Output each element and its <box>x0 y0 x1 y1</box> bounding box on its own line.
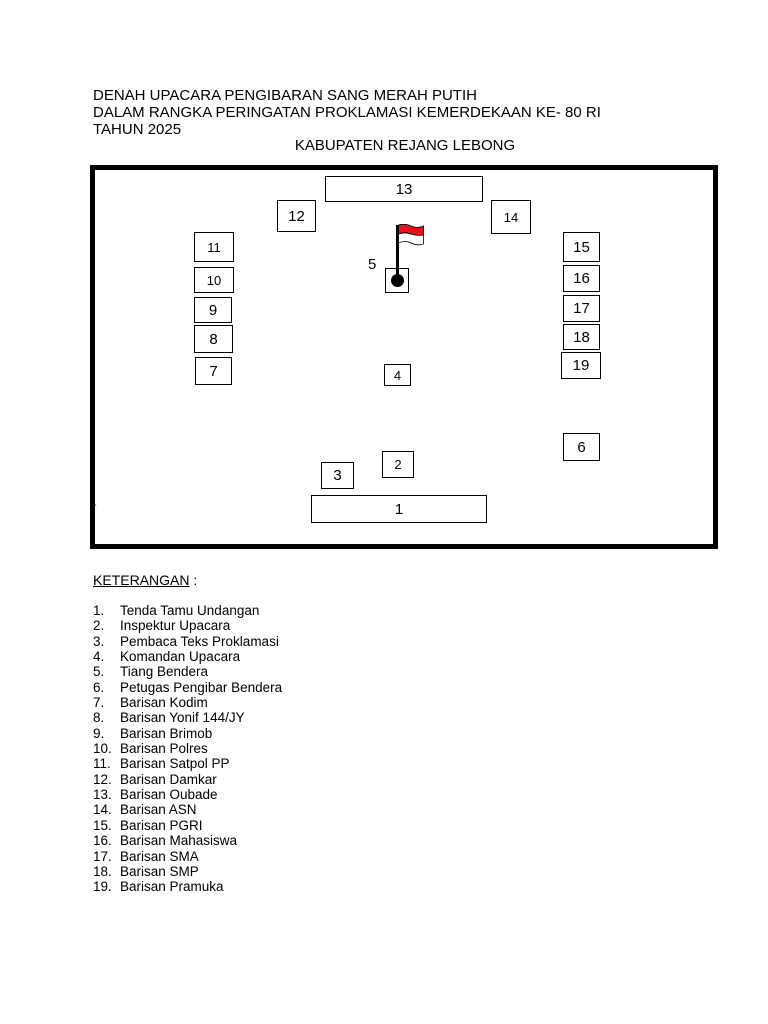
subtitle: KABUPATEN REJANG LEBONG <box>294 137 516 154</box>
flagpole-base-dot <box>391 274 404 287</box>
position-12: 12 <box>277 200 316 232</box>
flagpole <box>396 225 399 280</box>
legend-item-label: Barisan Yonif 144/JY <box>120 710 245 726</box>
stray-mark: - <box>93 499 97 511</box>
title-line-1: DENAH UPACARA PENGIBARAN SANG MERAH PUTI… <box>93 87 477 104</box>
position-14: 14 <box>491 200 531 234</box>
legend-item-label: Komandan Upacara <box>120 649 241 665</box>
legend-item-label: Barisan Damkar <box>120 771 217 787</box>
legend-title-colon: : <box>189 572 198 588</box>
legend-title-text: KETERANGAN <box>93 572 190 588</box>
legend-item-label: Barisan Pramuka <box>120 879 224 895</box>
position-17: 17 <box>563 295 600 322</box>
legend-item-number: 16. <box>93 833 112 849</box>
position-4: 4 <box>384 364 411 386</box>
legend-item-number: 13. <box>93 787 112 803</box>
legend-item-number: 17. <box>93 848 112 864</box>
legend-item-number: 5. <box>93 664 105 680</box>
legend-item-label: Tiang Bendera <box>120 664 209 680</box>
position-2: 2 <box>382 451 414 478</box>
legend-item-label: Barisan Polres <box>120 741 208 757</box>
position-6: 6 <box>563 433 600 461</box>
legend-item-number: 10. <box>93 741 112 757</box>
title-line-3: TAHUN 2025 <box>93 121 182 138</box>
position-16: 16 <box>563 265 600 292</box>
legend-item-label: Barisan Oubade <box>120 787 218 803</box>
position-19: 19 <box>561 352 601 379</box>
legend-item-number: 14. <box>93 802 112 818</box>
flagpole-label: 5 <box>368 256 377 273</box>
title-line-2: DALAM RANGKA PERINGATAN PROKLAMASI KEMER… <box>93 104 601 121</box>
legend-item-number: 15. <box>93 817 112 833</box>
legend-item-label: Pembaca Teks Proklamasi <box>120 633 279 649</box>
legend-item-number: 9. <box>93 725 105 741</box>
legend-item-number: 8. <box>93 710 105 726</box>
legend-item-number: 12. <box>93 771 112 787</box>
position-9: 9 <box>194 297 232 323</box>
legend-item-label: Barisan Brimob <box>120 725 213 741</box>
legend-item-label: Inspektur Upacara <box>120 618 231 634</box>
legend-item-number: 1. <box>93 603 105 618</box>
legend-item-number: 7. <box>93 695 105 711</box>
position-15: 15 <box>563 232 600 262</box>
legend-item-number: 6. <box>93 679 105 695</box>
legend-item-label: Barisan SMP <box>120 863 199 879</box>
red-white-flag-icon <box>398 224 424 246</box>
legend-item-number: 2. <box>93 618 105 634</box>
position-3: 3 <box>321 462 354 489</box>
legend-item-number: 3. <box>93 633 105 649</box>
legend-item-number: 18. <box>93 863 112 879</box>
position-1: 1 <box>311 495 487 523</box>
position-18: 18 <box>563 324 600 350</box>
legend-title: KETERANGAN : <box>93 572 197 588</box>
legend-item-label: Barisan Mahasiswa <box>120 833 238 849</box>
position-8: 8 <box>194 325 233 353</box>
legend-item-label: Petugas Pengibar Bendera <box>120 679 283 695</box>
position-11: 11 <box>194 232 234 262</box>
position-7: 7 <box>195 357 232 385</box>
position-10: 10 <box>194 267 234 293</box>
legend-item-label: Tenda Tamu Undangan <box>120 603 260 618</box>
position-13: 13 <box>325 176 483 202</box>
ceremony-field <box>90 165 718 549</box>
legend-item-number: 19. <box>93 879 112 895</box>
legend-item-label: Barisan Satpol PP <box>120 756 230 772</box>
legend-item-number: 11. <box>93 756 111 772</box>
legend-item-number: 4. <box>93 649 105 665</box>
legend-item-label: Barisan SMA <box>120 848 199 864</box>
legend-item-label: Barisan PGRI <box>120 817 203 833</box>
legend-item-label: Barisan Kodim <box>120 695 208 711</box>
legend-item-label: Barisan ASN <box>120 802 197 818</box>
